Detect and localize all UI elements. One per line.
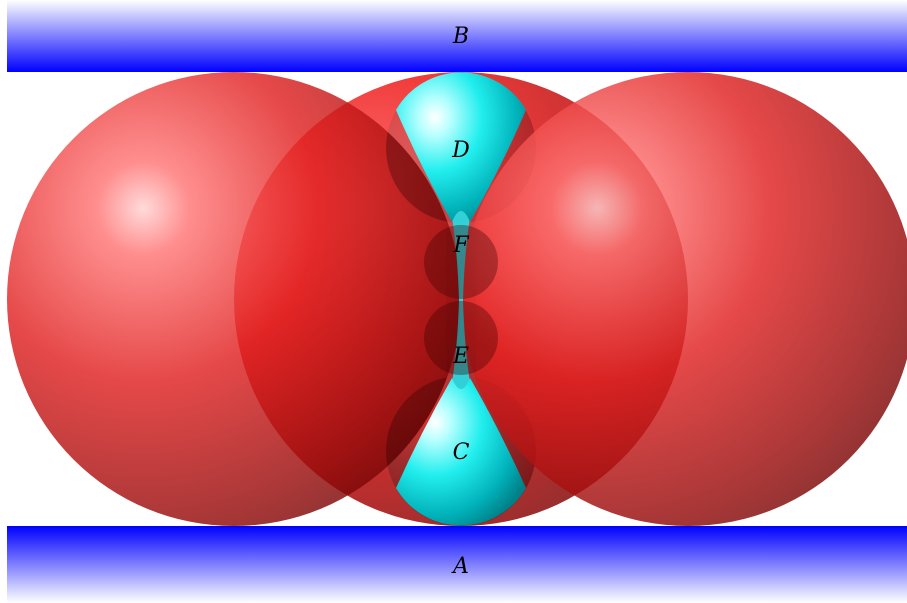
label-c: C xyxy=(453,440,470,465)
bottom-plate xyxy=(7,526,907,603)
cyan-cap-bottom xyxy=(396,378,526,526)
label-e: E xyxy=(452,344,469,369)
label-f: F xyxy=(452,233,469,258)
red-sphere-right xyxy=(461,72,907,526)
top-plate xyxy=(7,0,907,72)
cyan-cap-top xyxy=(396,72,526,222)
label-b: B xyxy=(452,24,469,49)
small-sphere-e xyxy=(424,301,498,375)
label-d: D xyxy=(451,138,470,163)
small-sphere-f xyxy=(424,225,498,299)
label-a: A xyxy=(451,554,469,579)
red-sphere-left xyxy=(7,72,461,526)
